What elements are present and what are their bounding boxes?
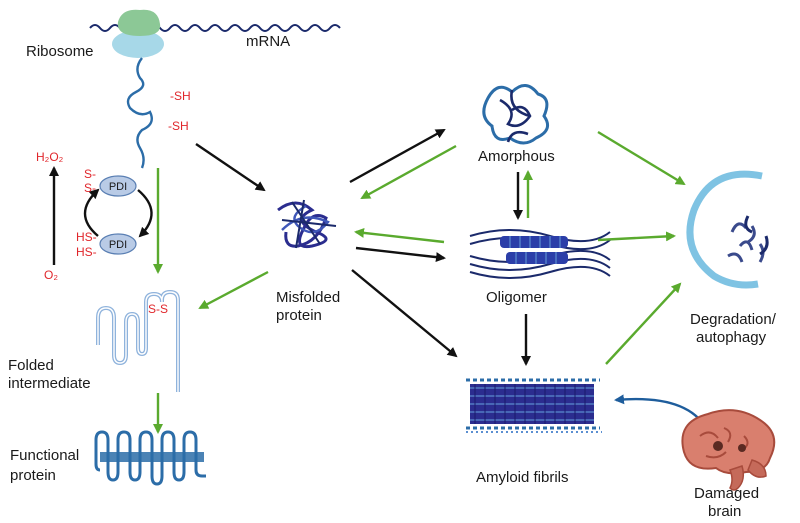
damaged-brain-label-2: brain — [708, 503, 741, 520]
sh-label-1: -SH — [170, 89, 191, 103]
oligomer-to-misfolded-green-arrow — [354, 227, 445, 244]
oligomer-icon — [469, 229, 611, 279]
misfolded-protein-icon — [277, 199, 337, 249]
folded-intermediate-label-1: Folded — [8, 357, 54, 374]
functional-protein-label-1: Functional — [10, 447, 79, 464]
thiol-hs-bottom: HS- — [76, 245, 97, 259]
folded-intermediate-label-2: intermediate — [8, 375, 91, 392]
amyloid-fibrils-icon — [466, 378, 602, 433]
amorphous-to-degradation-green-arrow — [597, 130, 686, 186]
ribosome-label: Ribosome — [26, 43, 94, 60]
pdi-reduced-icon: PDI — [99, 233, 137, 255]
amorphous-to-misfolded-green-arrow — [360, 144, 457, 200]
h2o2-label: H₂O₂ — [36, 150, 64, 164]
misfolded-to-amyloid-arrow — [351, 269, 458, 358]
functional-protein-label-2: protein — [10, 467, 56, 484]
folded-intermediate-icon — [96, 289, 180, 392]
pdi-reduction-arrow — [137, 189, 153, 238]
misfolded-to-oligomer-arrow — [355, 246, 446, 263]
degradation-label-1: Degradation/ — [690, 311, 777, 328]
thiol-hs-top: HS- — [76, 230, 97, 244]
damaged-brain-label-1: Damaged — [694, 485, 759, 502]
pdi-bottom-label: PDI — [109, 239, 127, 251]
mrna-label: mRNA — [246, 33, 290, 50]
damaged-brain-icon — [681, 409, 776, 491]
degradation-label-2: autophagy — [696, 329, 767, 346]
disulfide-s-top: S- — [84, 167, 96, 181]
amorphous-label: Amorphous — [478, 148, 555, 165]
misfolded-protein-label-1: Misfolded — [276, 289, 340, 306]
disulfide-bond-label: S-S — [148, 302, 168, 316]
amyloid-fibrils-label: Amyloid fibrils — [476, 469, 569, 486]
chain-to-misfolded-arrow — [195, 143, 266, 192]
disulfide-s-bottom: S- — [84, 181, 96, 195]
oligomer-to-degradation-green-arrow — [597, 231, 676, 242]
misfolded-to-folded-green-arrow — [198, 270, 269, 310]
pdi-oxidized-icon: PDI — [99, 175, 137, 197]
misfolded-protein-label-2: protein — [276, 307, 322, 324]
nascent-chain-icon — [126, 57, 153, 169]
autophagosome-icon — [686, 170, 769, 289]
amorphous-aggregate-icon — [482, 84, 550, 145]
sh-label-2: -SH — [168, 119, 189, 133]
pdi-top-label: PDI — [109, 181, 127, 193]
oligomer-label: Oligomer — [486, 289, 547, 306]
functional-protein-icon — [94, 430, 206, 486]
o2-label: O₂ — [44, 268, 58, 282]
ribosome-icon — [112, 9, 164, 58]
amyloid-to-degradation-green-arrow — [605, 282, 682, 365]
misfolded-to-amorphous-arrow — [349, 128, 446, 184]
pdi-oxidation-arrow — [83, 188, 100, 237]
